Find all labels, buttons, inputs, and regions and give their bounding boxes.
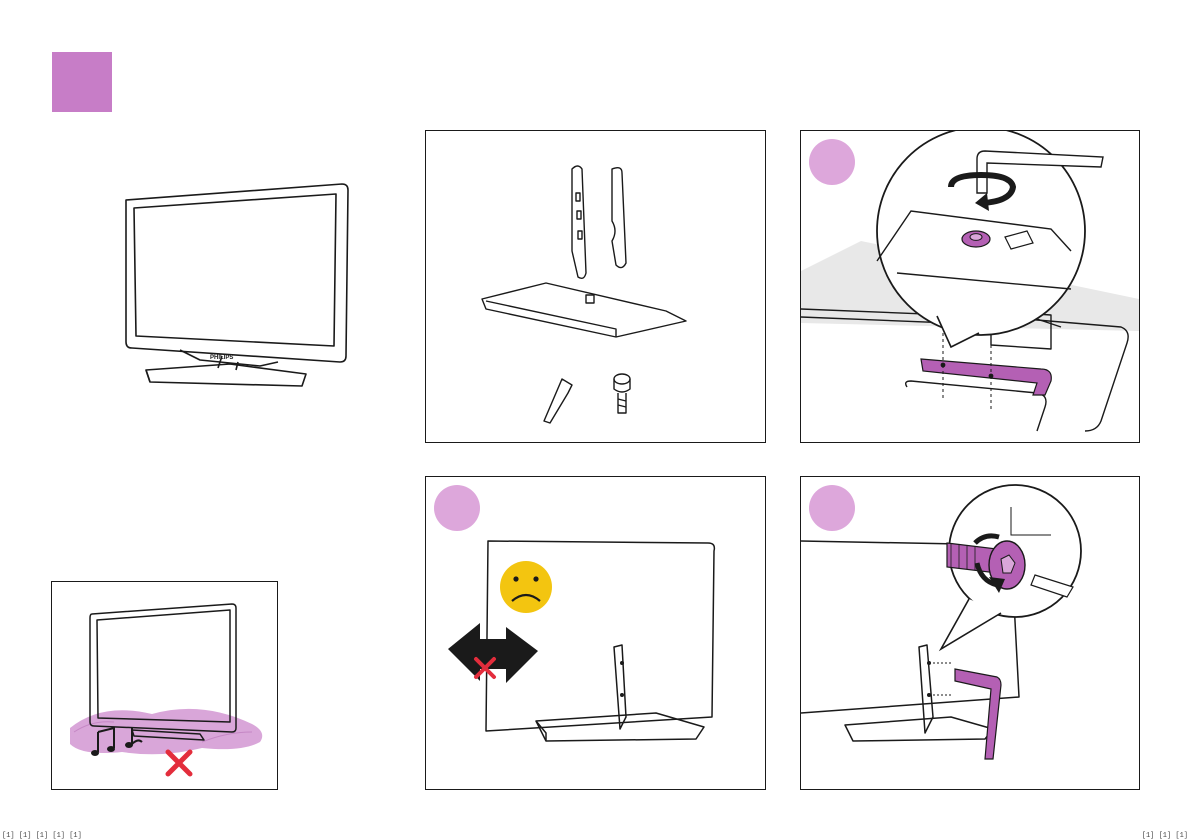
panel-step-screw-stand	[800, 476, 1140, 790]
panel-parts	[425, 130, 766, 443]
brand-label: PHILIPS	[210, 355, 233, 361]
hex-key-magenta	[955, 669, 1001, 759]
tv-overview-illustration: PHILIPS	[110, 178, 360, 398]
red-cross-icon	[168, 752, 190, 774]
step-marker-3	[809, 485, 855, 531]
step-marker-2	[434, 485, 480, 531]
sad-face-icon	[500, 561, 552, 613]
screw	[614, 374, 630, 413]
panel-surface-warning	[51, 581, 278, 790]
panel-step-no-push	[425, 476, 766, 790]
footer-left-marks: [1] [1] [1] [1] [1]	[2, 832, 82, 840]
bracket-part	[921, 359, 1051, 395]
hex-key	[544, 379, 572, 423]
section-badge	[52, 52, 112, 112]
panel-step-attach-bracket	[800, 130, 1140, 443]
footer-right-marks: [1] [1] [1]	[1142, 832, 1188, 840]
step-marker-1	[809, 139, 855, 185]
